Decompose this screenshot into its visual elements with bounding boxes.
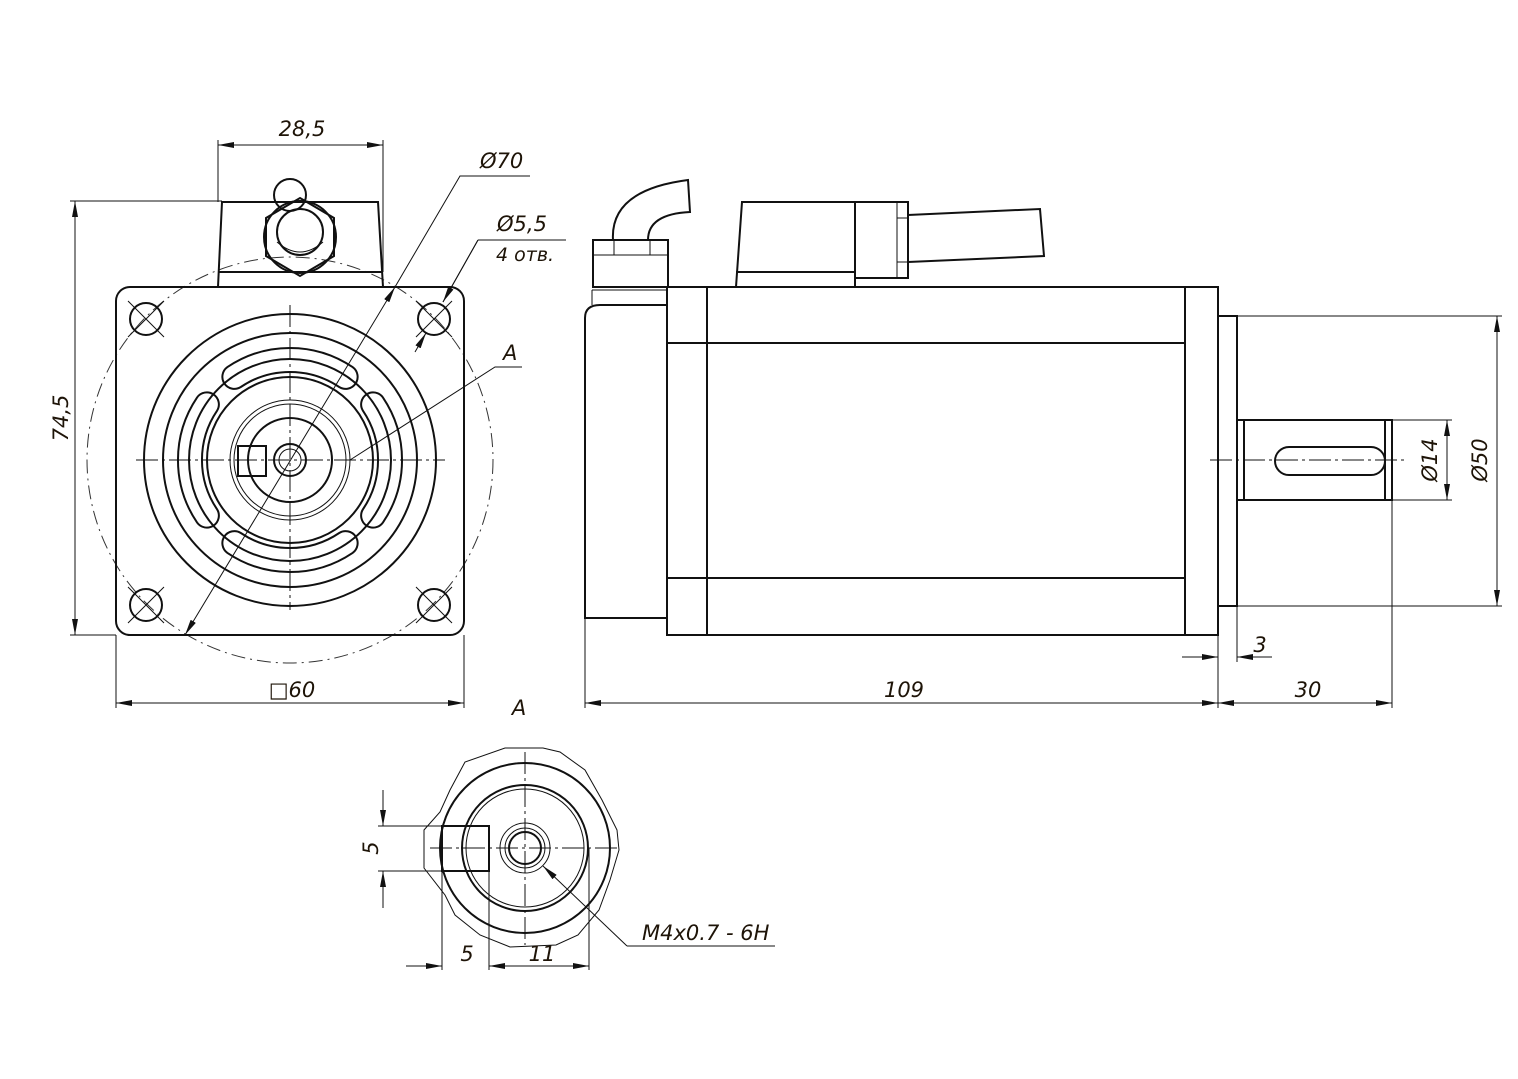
side-view xyxy=(584,178,1405,636)
power-connector xyxy=(735,201,856,288)
labels: 28,5 Ø70 Ø5,5 4 отв. A 74,5 □60 109 30 3… xyxy=(49,117,1492,966)
dim-key-height: 5 xyxy=(359,841,383,854)
hole-count: 4 отв. xyxy=(496,244,554,266)
dim-flange: 3 xyxy=(1253,633,1266,657)
motor-body xyxy=(666,286,1219,636)
rear-cap xyxy=(584,304,667,619)
pilot-flange xyxy=(1217,315,1238,607)
shaft-key xyxy=(237,445,267,477)
dim-key-width: 5 xyxy=(460,942,473,966)
dimensions xyxy=(70,140,1502,970)
connector-nut xyxy=(265,196,335,278)
dim-width-connector: 28,5 xyxy=(279,117,326,141)
mounting-holes xyxy=(127,300,453,624)
detail-title: A xyxy=(510,696,526,720)
break-outline xyxy=(423,747,620,948)
dim-pilot-dia: Ø50 xyxy=(1468,438,1492,482)
keyway xyxy=(1274,446,1386,476)
dim-length: 109 xyxy=(884,678,924,702)
view-ref-a: A xyxy=(501,341,517,365)
dim-shaft-offset: 11 xyxy=(529,942,556,966)
dim-bolt-circle: Ø70 xyxy=(479,149,523,173)
dim-height: 74,5 xyxy=(49,395,73,442)
thread-note: M4x0.7 - 6H xyxy=(642,921,770,945)
power-cable xyxy=(907,207,1046,263)
dim-shaft-dia: Ø14 xyxy=(1418,438,1442,482)
dim-hole: Ø5,5 xyxy=(496,212,547,236)
encoder-connector xyxy=(592,239,669,288)
dim-square: □60 xyxy=(269,678,316,702)
dim-shaft-length: 30 xyxy=(1295,678,1322,702)
detail-view-a xyxy=(423,747,620,948)
connector-housing xyxy=(217,201,384,288)
front-view xyxy=(86,178,494,664)
bolt-circle xyxy=(86,256,494,664)
encoder-cable xyxy=(611,178,692,241)
